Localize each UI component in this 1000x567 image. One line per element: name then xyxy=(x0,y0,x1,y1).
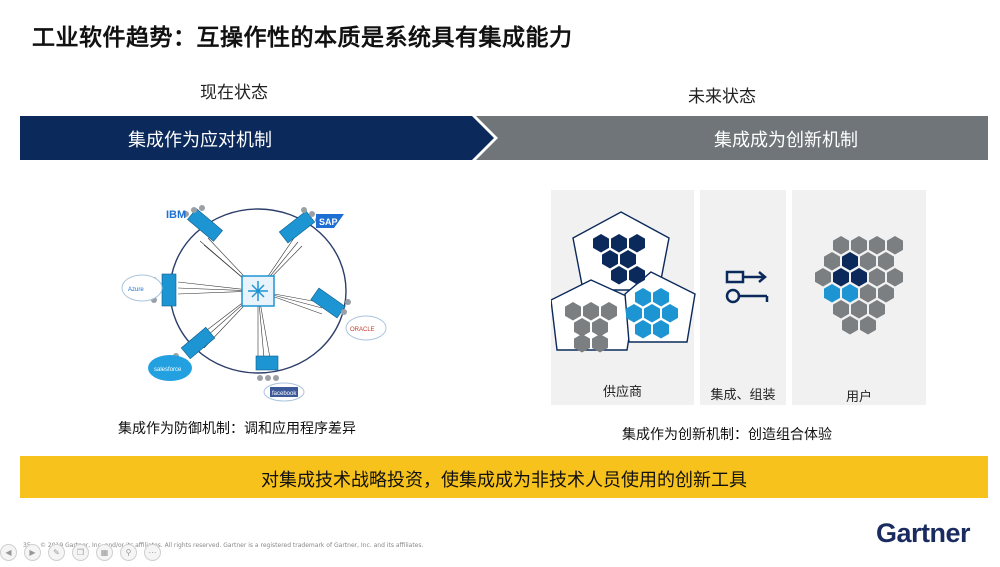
integration-hub-icon xyxy=(241,275,275,307)
azure-logo: Azure xyxy=(128,287,144,293)
summary-text: 对集成技术战略投资，使集成成为非技术人员使用的创新工具 xyxy=(261,470,747,491)
cloud-icon: salesforce xyxy=(148,355,192,381)
banner-right-text: 集成成为创新机制 xyxy=(714,130,858,151)
cloud-icon: facebook xyxy=(263,382,305,402)
slide-title: 工业软件趋势：互操作性的本质是系统具有集成能力 xyxy=(32,25,573,51)
key-tool-icon xyxy=(725,270,769,304)
oracle-logo: ORACLE xyxy=(350,327,375,333)
svg-text:SAP: SAP xyxy=(319,217,338,227)
play-icon[interactable]: ▶ xyxy=(24,544,41,561)
right-caption: 集成作为创新机制：创造组合体验 xyxy=(622,427,832,443)
user-label: 用户 xyxy=(845,390,872,405)
salesforce-logo: salesforce xyxy=(154,367,182,373)
user-panel xyxy=(792,190,926,405)
future-state-label: 未来状态 xyxy=(688,87,756,107)
sap-logo: SAP xyxy=(316,214,344,228)
presentation-toolbar: ◀ ▶ ✎ ❐ ▦ ⚲ ⋯ xyxy=(0,544,161,562)
copy-icon[interactable]: ❐ xyxy=(72,544,89,561)
supplier-label: 供应商 xyxy=(602,385,642,400)
integrate-panel xyxy=(700,190,786,405)
left-caption: 集成作为防御机制：调和应用程序差异 xyxy=(118,421,356,437)
back-icon[interactable]: ◀ xyxy=(0,544,17,561)
cloud-icon: Azure xyxy=(121,274,163,302)
gartner-logo: Gartner xyxy=(876,518,971,548)
connector-icon xyxy=(161,208,346,371)
integrate-label: 集成、组装 xyxy=(710,388,776,403)
now-state-label: 现在状态 xyxy=(200,83,268,103)
summary-bar xyxy=(20,456,988,498)
search-icon[interactable]: ⚲ xyxy=(120,544,137,561)
more-icon[interactable]: ⋯ xyxy=(144,544,161,561)
banner-left-arrow xyxy=(20,116,494,160)
banner-left-text: 集成作为应对机制 xyxy=(128,130,272,151)
state-banner xyxy=(20,116,988,160)
hexagon-cluster-icon xyxy=(815,236,903,335)
pen-icon[interactable]: ✎ xyxy=(48,544,65,561)
copyright-text: © 2019 Gartner, Inc. and/or its affiliat… xyxy=(40,542,424,549)
integration-network-diagram: IBM SAP Azure ORACLE salesforce facebook xyxy=(121,205,387,402)
composable-diagram xyxy=(551,211,903,353)
banner-right-arrow xyxy=(476,116,988,160)
facebook-logo: facebook xyxy=(272,391,297,397)
ibm-logo: IBM xyxy=(166,209,186,221)
slides-icon[interactable]: ▦ xyxy=(96,544,113,561)
cloud-icon: ORACLE xyxy=(345,315,387,341)
